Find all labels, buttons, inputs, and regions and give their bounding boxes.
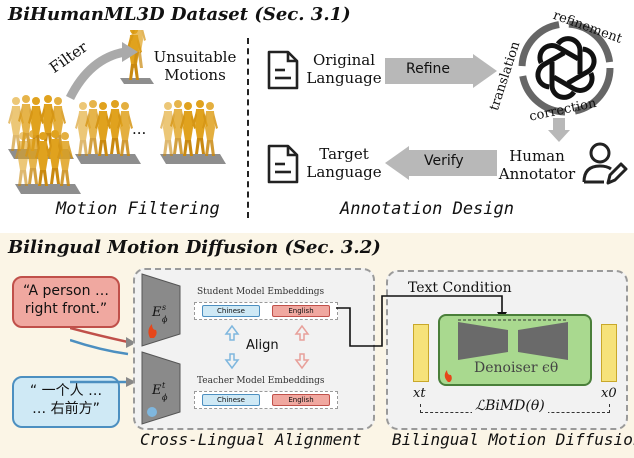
svg-text:s: s — [162, 303, 166, 312]
dataset-title: BiHumanML3D Dataset (Sec. 3.1) — [8, 4, 351, 25]
student-embeddings-label: Student Model Embeddings — [197, 287, 325, 297]
section-divider — [247, 38, 249, 218]
annotation-design-caption: Annotation Design — [340, 199, 514, 219]
student-chinese-chip: Chinese — [202, 305, 260, 317]
xt-bar — [413, 324, 429, 382]
denoiser-unet-icon — [458, 319, 568, 360]
down-arrow — [548, 118, 570, 142]
motion-filtering-caption: Motion Filtering — [56, 199, 220, 219]
unsuitable-motions-label: Unsuitable Motions — [153, 48, 237, 84]
chinese-prompt: “ 一个人 … … 右前方” — [12, 376, 120, 428]
denoiser-label: Denoiser ϵθ — [474, 360, 559, 376]
bilingual-diffusion-caption: Bilingual Motion Diffusion — [392, 430, 634, 449]
refine-label: Refine — [406, 61, 451, 77]
prompt-arrows — [70, 326, 136, 387]
unsuitable-motion-figure — [120, 30, 154, 84]
motion-figures-illustration — [0, 30, 250, 200]
svg-text:ϕ: ϕ — [162, 315, 168, 324]
verify-arrow — [385, 146, 497, 180]
align-label: Align — [246, 338, 279, 353]
filter-arrow — [65, 47, 126, 101]
person-edit-icon — [582, 142, 628, 185]
verify-label: Verify — [424, 153, 464, 169]
svg-text:E: E — [151, 305, 162, 320]
flame-icon — [444, 370, 452, 382]
teacher-embeddings-label: Teacher Model Embeddings — [197, 376, 325, 386]
teacher-encoder: E t ϕ — [141, 351, 181, 425]
target-language-label: Target Language — [306, 145, 382, 181]
english-prompt: “A person … right front.” — [12, 276, 120, 328]
ellipsis-label: ... — [132, 120, 147, 138]
refine-arrow — [385, 54, 497, 88]
cross-lingual-caption: Cross-Lingual Alignment — [140, 430, 362, 449]
teacher-english-chip: English — [272, 394, 330, 406]
llm-logo-icon — [518, 20, 614, 116]
student-english-chip: English — [272, 305, 330, 317]
svg-text:ϕ: ϕ — [162, 393, 168, 402]
human-annotator-label: Human Annotator — [498, 147, 576, 183]
xt-label: xt — [413, 386, 426, 401]
document-icon — [267, 50, 299, 90]
svg-text:t: t — [162, 381, 166, 390]
x0-bar — [601, 324, 617, 382]
diffusion-title: Bilingual Motion Diffusion (Sec. 3.2) — [8, 237, 381, 258]
student-encoder: E s ϕ — [141, 273, 181, 347]
text-condition-label: Text Condition — [408, 280, 512, 296]
x0-label: x0 — [601, 386, 617, 401]
loss-label: ℒBiMD(θ) — [472, 398, 548, 414]
svg-text:E: E — [151, 383, 162, 398]
document-icon-target — [267, 144, 299, 184]
teacher-chinese-chip: Chinese — [202, 394, 260, 406]
original-language-label: Original Language — [306, 51, 382, 87]
align-arrows — [224, 324, 310, 370]
